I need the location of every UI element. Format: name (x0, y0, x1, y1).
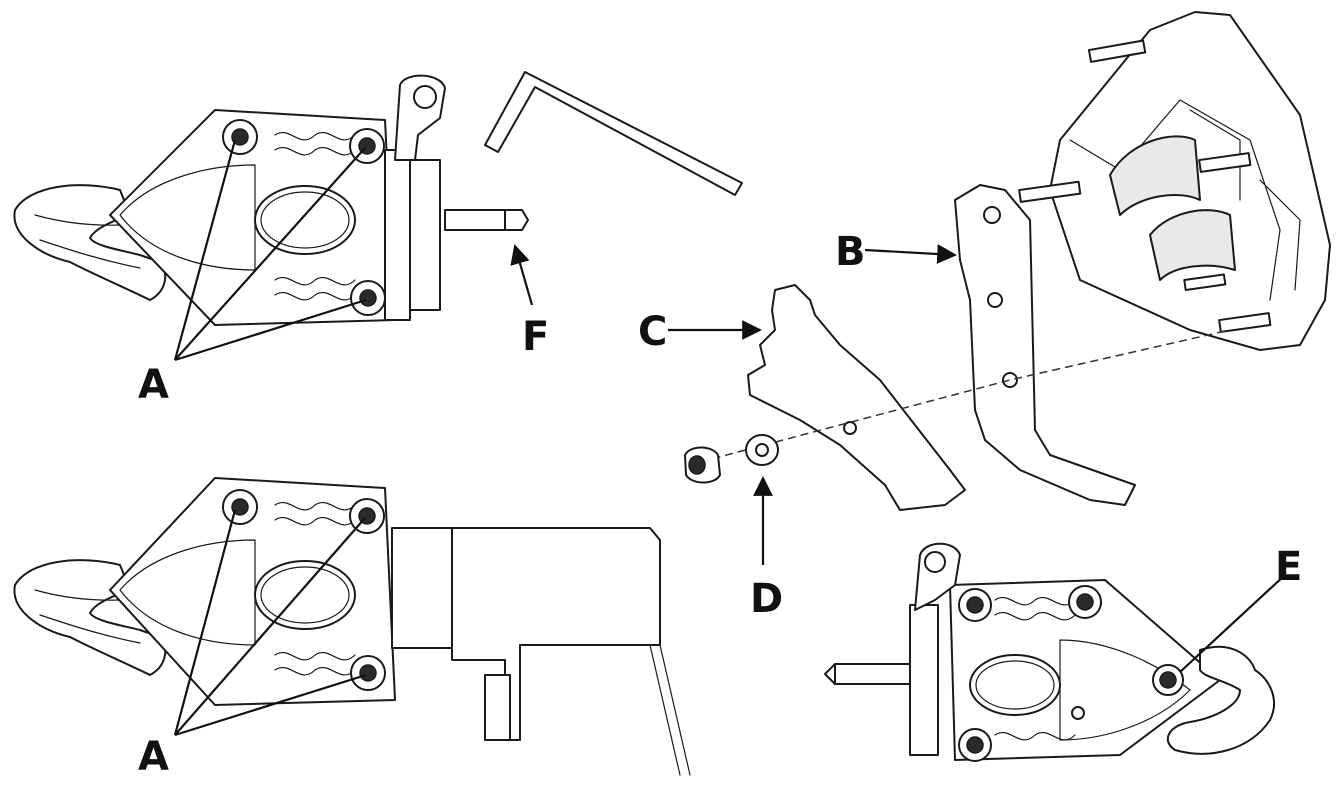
bottom-springs (274, 502, 356, 676)
top-flange (409, 159, 441, 311)
bottom-housing (109, 477, 396, 706)
bottom-left-assembly (13, 477, 691, 776)
top-left-assembly (13, 71, 743, 326)
bottom-knob (484, 674, 511, 741)
bottom-right-assembly (824, 542, 1275, 762)
top-mount-plate (384, 149, 411, 321)
top-bracket-hole (413, 85, 437, 109)
top-springs (274, 132, 356, 301)
callout-b-arrow (864, 244, 957, 264)
br-oval-window (969, 654, 1061, 716)
callout-d: D (750, 576, 783, 622)
callout-a-top: A (138, 362, 169, 408)
br-shaft (834, 663, 911, 685)
bottom-mount-block (391, 527, 453, 649)
callout-f-arrow (510, 244, 534, 306)
br-mount-plate (909, 604, 939, 756)
br-jaw (1166, 645, 1275, 755)
callout-a-bottom: A (138, 734, 169, 780)
callout-a-bottom-leaders (173, 509, 367, 737)
br-screws-group (958, 585, 1184, 762)
bottom-screws-group (222, 489, 386, 691)
top-oval-window (254, 185, 356, 255)
part-c (747, 284, 966, 511)
callout-e: E (1275, 544, 1302, 590)
bottom-bracket (451, 527, 661, 741)
bottom-oval-window (254, 560, 356, 630)
exploded-housing (1018, 11, 1331, 351)
top-shaft (444, 209, 506, 231)
br-springs (994, 597, 1076, 741)
callout-c: C (638, 309, 667, 355)
callout-b: B (835, 229, 866, 275)
callout-a-top-leaders (173, 139, 367, 362)
alignment-line (699, 329, 1231, 463)
hex-key (484, 71, 743, 196)
callout-e-leader (1179, 574, 1286, 673)
part-b-plate (954, 184, 1136, 506)
callout-f: F (522, 314, 549, 360)
